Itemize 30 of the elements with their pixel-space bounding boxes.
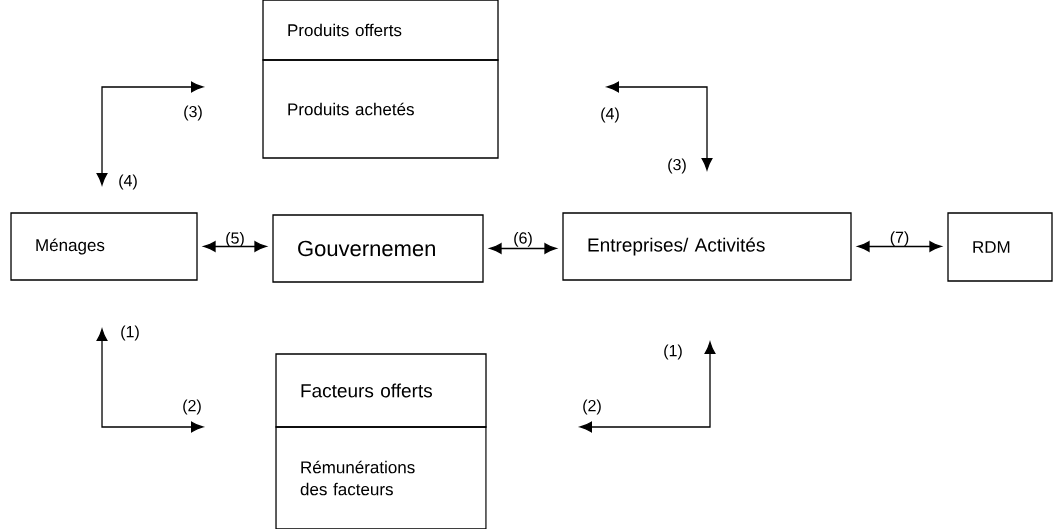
box-label: Facteurs offerts [301, 383, 432, 398]
box [562, 212, 852, 281]
flow-number: (4) [601, 107, 619, 123]
box [262, 59, 499, 159]
box [275, 353, 487, 428]
flow-number: (3) [668, 158, 686, 174]
arrow [857, 241, 942, 252]
box-label: Entreprises/ Activités [588, 237, 765, 256]
box [947, 212, 1053, 282]
box-label: Produits achetés [288, 102, 414, 116]
edge-label: (5) [226, 231, 244, 247]
arrow [203, 241, 267, 252]
flow-number: (1) [121, 325, 139, 341]
box [10, 212, 198, 281]
edge-label: (6) [514, 231, 532, 247]
box-label: Produits offerts [288, 23, 402, 37]
box-label: Rémunérations des facteurs [300, 460, 415, 496]
box [275, 426, 487, 529]
box [272, 214, 484, 283]
box-label: Gouvernemen [298, 240, 435, 257]
flow-number: (3) [184, 105, 202, 121]
flow-number: (4) [119, 174, 137, 190]
box-label: RDM [973, 241, 1010, 253]
edge-label: (7) [890, 231, 909, 247]
box [262, 0, 499, 61]
flow-number: (1) [664, 344, 682, 360]
flow-number: (2) [183, 399, 201, 415]
box-label: Ménages [36, 238, 105, 255]
arrow [489, 243, 557, 254]
flow-number: (2) [583, 399, 601, 415]
